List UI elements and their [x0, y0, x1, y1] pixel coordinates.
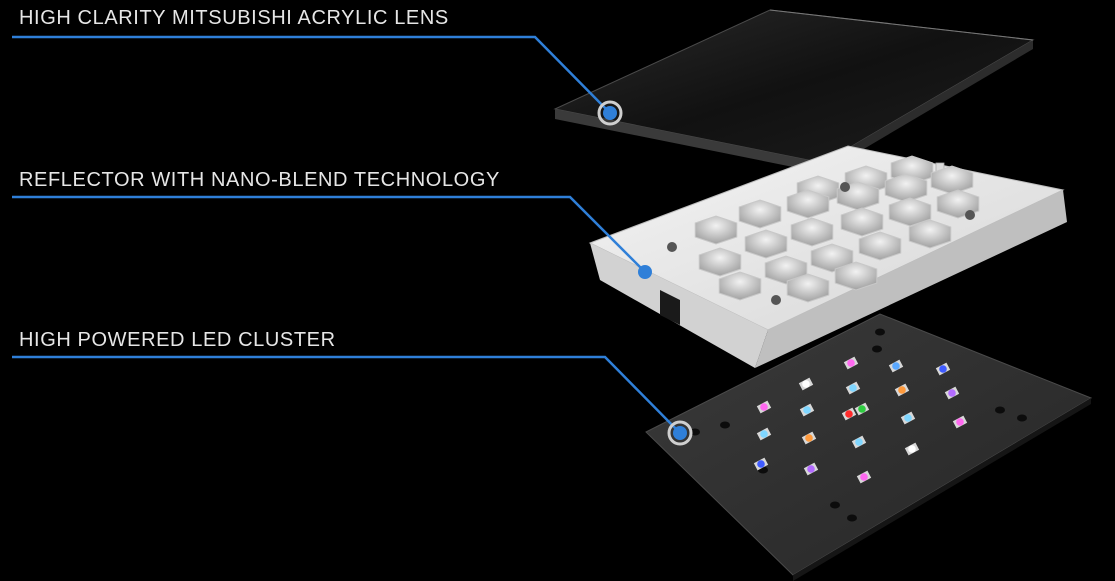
reflector-cell: [858, 231, 902, 261]
acrylic-lens: [553, 9, 1035, 173]
reflector-cell: [744, 229, 788, 259]
callout-reflector: [12, 195, 652, 279]
led-emitter: [894, 383, 910, 397]
mount-hole: [830, 501, 840, 509]
led-emitter: [845, 381, 861, 395]
led-emitter: [756, 400, 772, 414]
callout-lens-marker: [597, 100, 623, 126]
reflector-cell: [790, 217, 834, 247]
mount-hole: [1017, 414, 1027, 422]
callout-label-lens: HIGH CLARITY MITSUBISHI ACRYLIC LENS: [19, 7, 449, 29]
led-emitter: [843, 356, 859, 370]
mount-hole: [875, 328, 885, 336]
led-emitter: [803, 462, 819, 476]
reflector-cell: [718, 271, 762, 301]
mount-hole: [847, 514, 857, 522]
reflector-cell: [764, 255, 808, 285]
reflector-cell: [810, 243, 854, 273]
led-emitter: [944, 386, 960, 400]
led-emitter: [935, 362, 951, 376]
reflector-cell: [840, 207, 884, 237]
mount-hole: [720, 421, 730, 429]
led-emitter: [799, 403, 815, 417]
callout-lens: [12, 35, 623, 126]
reflector: [588, 145, 1067, 368]
mount-hole: [690, 428, 700, 436]
callout-label-led: HIGH POWERED LED CLUSTER: [19, 329, 336, 351]
led-emitter: [798, 377, 814, 391]
led-board: [645, 313, 1093, 581]
mount-hole: [872, 345, 882, 353]
reflector-cell: [834, 261, 878, 291]
callout-reflector-marker: [638, 265, 652, 279]
led-emitter: [854, 402, 870, 416]
mount-hole: [995, 406, 1005, 414]
led-emitter: [904, 442, 920, 456]
led-emitter: [900, 411, 916, 425]
led-emitter: [888, 359, 904, 373]
reflector-cell: [786, 189, 830, 219]
callout-label-reflector: REFLECTOR WITH NANO-BLEND TECHNOLOGY: [19, 169, 500, 191]
callout-led-marker: [667, 420, 693, 446]
reflector-cell: [694, 215, 738, 245]
reflector-cell: [786, 273, 830, 303]
led-emitter: [756, 427, 772, 441]
led-emitter: [841, 407, 857, 421]
led-emitter: [753, 457, 769, 471]
led-emitter: [801, 431, 817, 445]
reflector-cell: [888, 197, 932, 227]
led-emitter: [952, 415, 968, 429]
led-cluster: [753, 356, 968, 484]
reflector-cell: [698, 247, 742, 277]
board-mount-holes: [690, 328, 1027, 522]
led-emitter: [851, 435, 867, 449]
reflector-cell: [908, 219, 952, 249]
reflector-cell: [738, 199, 782, 229]
led-emitter: [856, 470, 872, 484]
callout-led: [12, 355, 693, 446]
